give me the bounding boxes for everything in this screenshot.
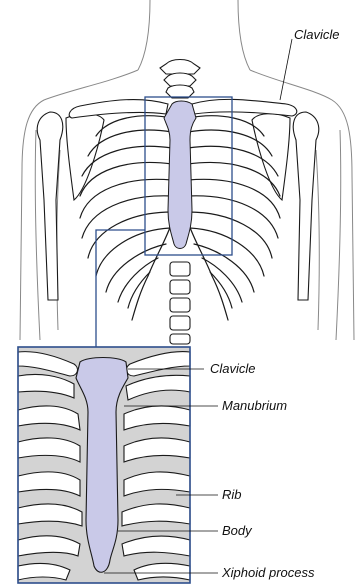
cervical-vertebrae (160, 60, 200, 99)
left-humerus (37, 112, 63, 300)
lumbar-spine (170, 262, 190, 344)
leader-clavicle-top (280, 39, 292, 100)
sternum-small (164, 101, 196, 249)
zoom-connector (96, 230, 145, 347)
right-clavicle (192, 99, 297, 116)
label-rib: Rib (222, 487, 242, 502)
right-humerus (293, 112, 319, 300)
thorax-illustration (20, 0, 354, 347)
right-arm-outline (316, 130, 341, 340)
label-clavicle-top: Clavicle (294, 27, 340, 42)
neck-outline (138, 0, 250, 70)
label-body: Body (222, 523, 253, 538)
label-clavicle-inset: Clavicle (210, 361, 256, 376)
inset-view (18, 347, 190, 583)
label-xiphoid: Xiphoid process (221, 565, 315, 580)
label-manubrium: Manubrium (222, 398, 287, 413)
